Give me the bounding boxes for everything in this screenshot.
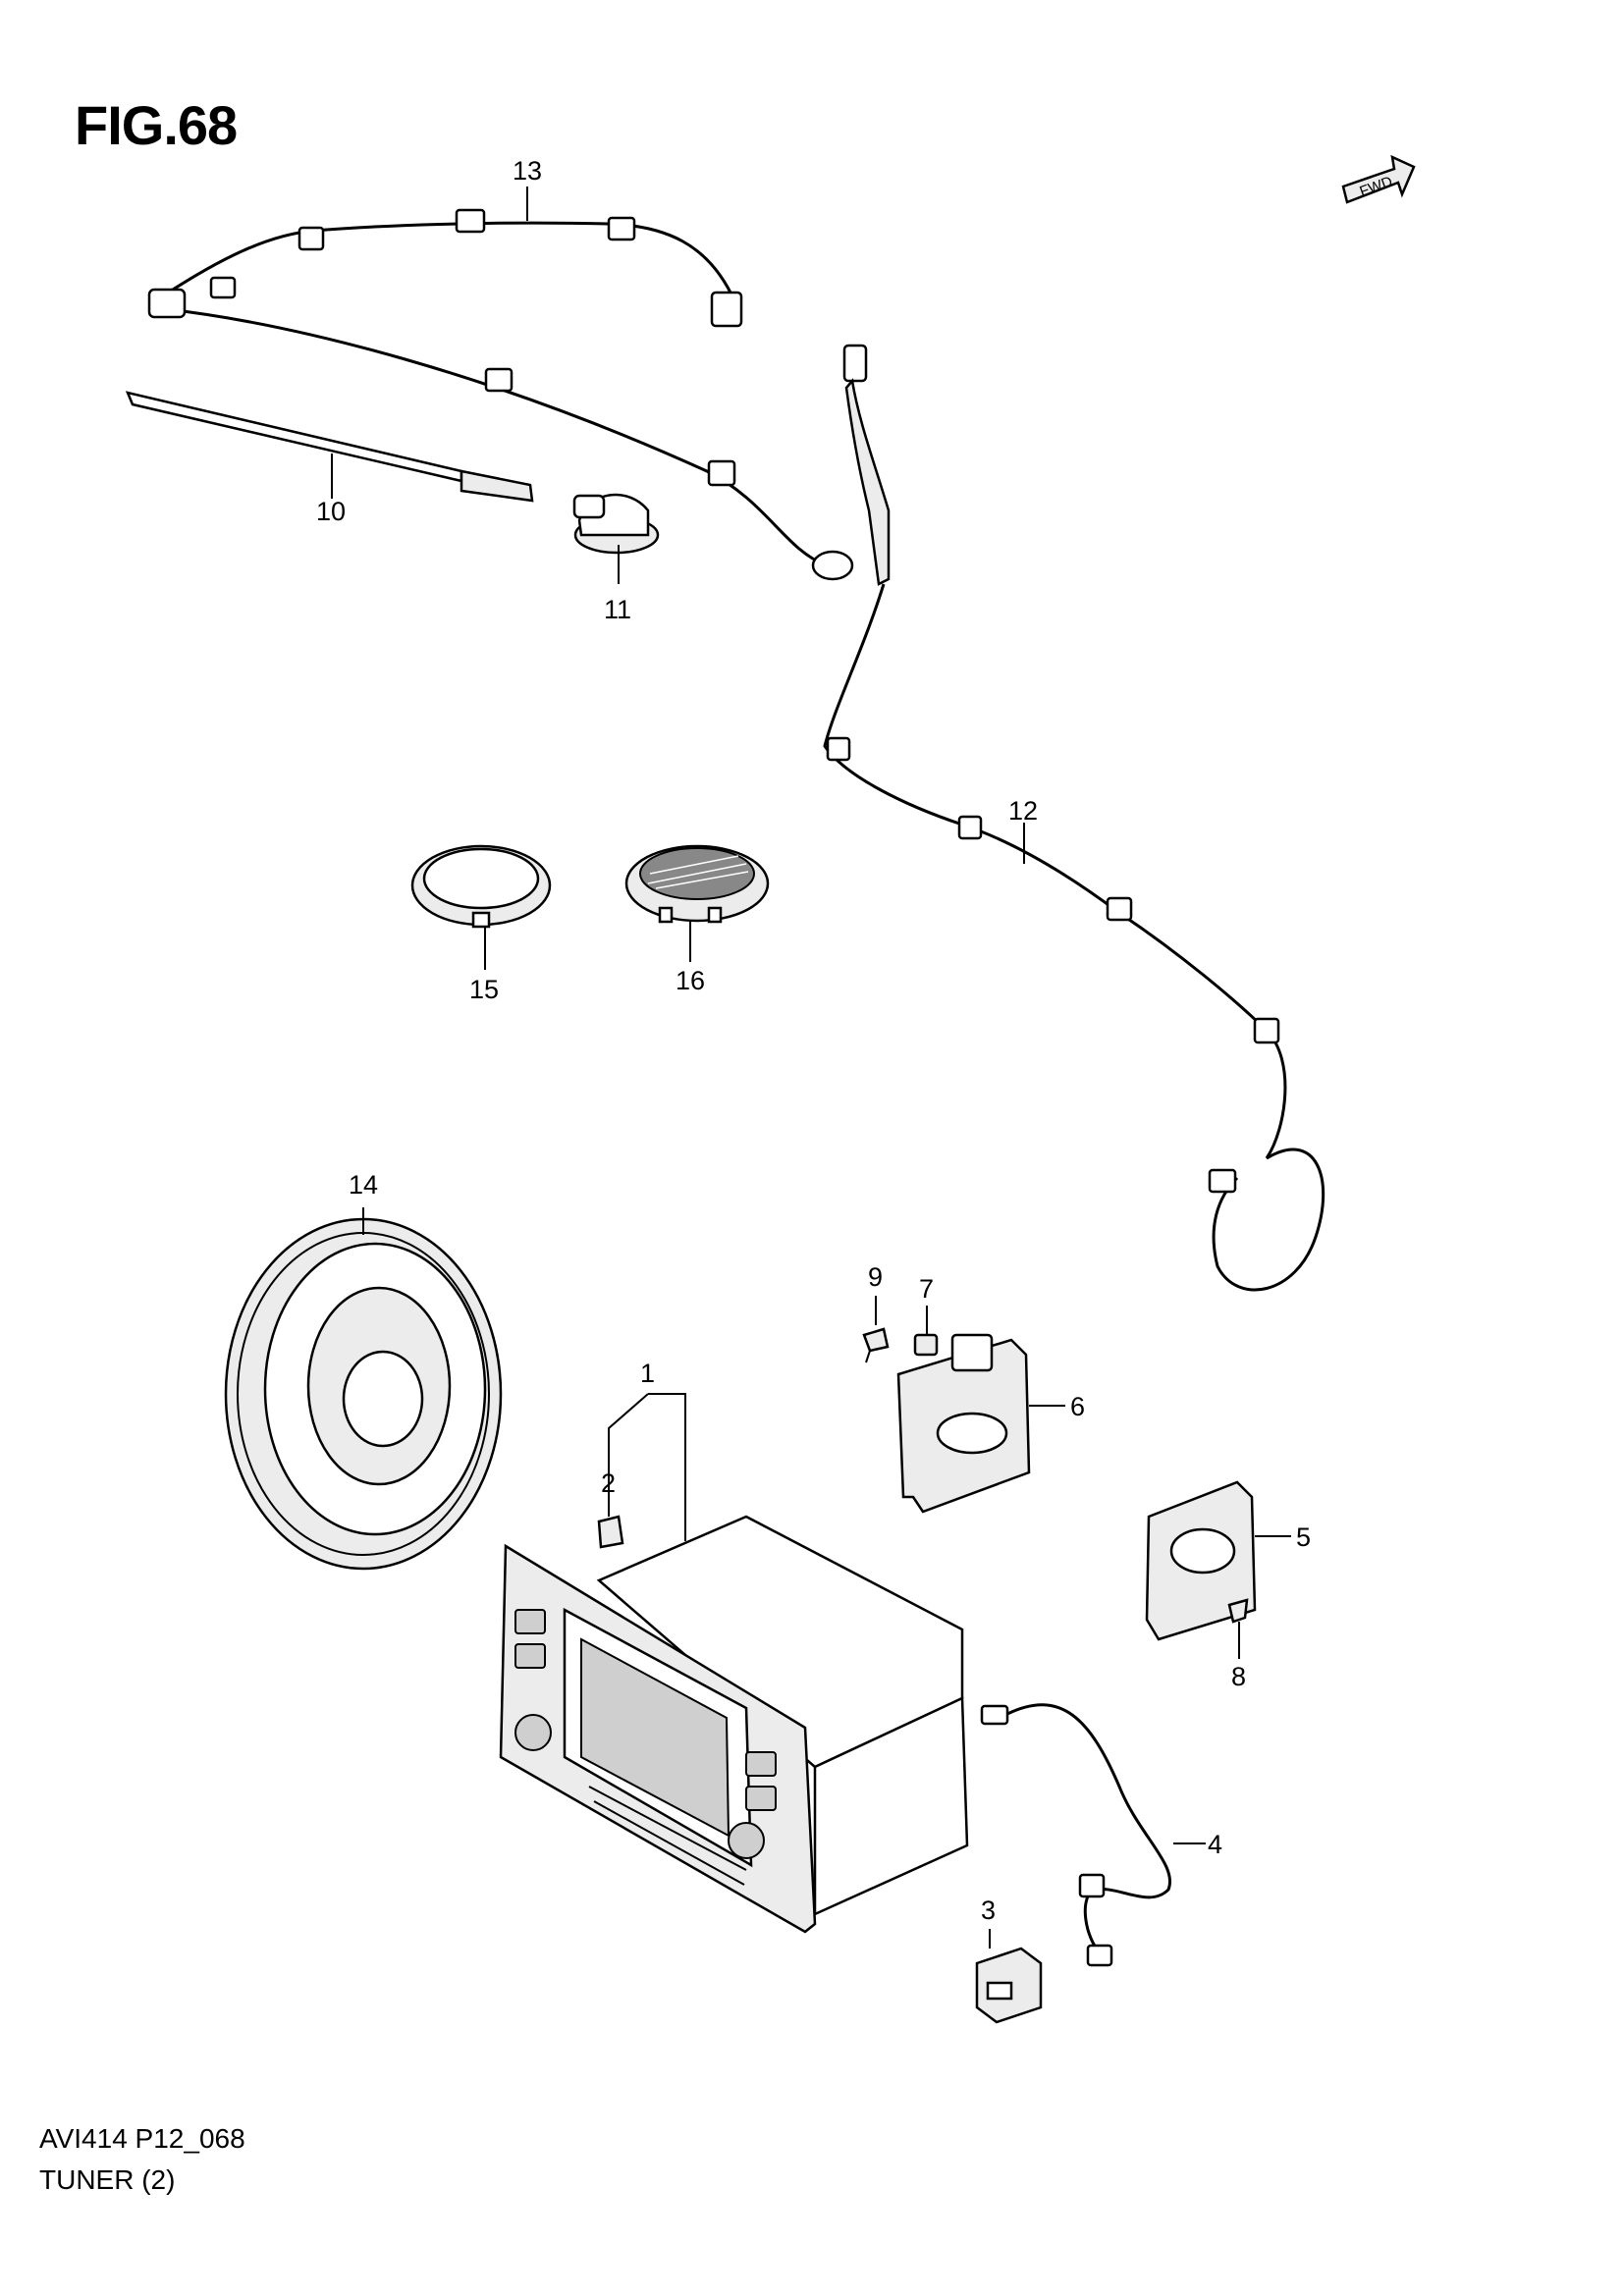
part-16-tweeter-grille <box>624 844 770 924</box>
callout-10: 10 <box>316 497 346 526</box>
part-3-usb-socket <box>975 1947 1043 2024</box>
callout-1: 1 <box>640 1359 655 1388</box>
part-15-tweeter-cover <box>410 844 552 929</box>
callout-numbers: 13 10 11 12 15 16 14 1 2 9 7 6 5 8 4 3 <box>316 156 1311 1925</box>
part-1-audio-unit <box>499 1515 969 1934</box>
callout-12: 12 <box>1008 796 1038 826</box>
callout-9: 9 <box>868 1262 883 1292</box>
part-6-bracket <box>896 1333 1031 1514</box>
part-8-screw <box>1227 1598 1249 1624</box>
part-14-speaker <box>224 1217 503 1571</box>
part-5-bracket <box>1145 1480 1257 1641</box>
callout-15: 15 <box>469 975 499 1004</box>
callout-14: 14 <box>349 1170 378 1200</box>
fwd-arrow-icon: FWD <box>1341 154 1416 204</box>
part-7-nut <box>913 1333 939 1357</box>
callout-4: 4 <box>1208 1830 1222 1859</box>
figure-code: AVI414 P12_068 <box>39 2123 245 2154</box>
fwd-label: FWD <box>1358 173 1395 200</box>
part-10-antenna-rod <box>125 391 534 503</box>
part-12-harness <box>823 344 1325 1292</box>
figure-name: TUNER (2) <box>39 2164 176 2195</box>
callout-leaders <box>331 187 1291 1949</box>
callout-16: 16 <box>676 966 705 995</box>
part-2-clip <box>597 1515 624 1549</box>
callout-5: 5 <box>1296 1522 1311 1552</box>
callout-2: 2 <box>601 1468 616 1498</box>
callout-11: 11 <box>604 595 631 624</box>
part-4-cable <box>980 1703 1171 1967</box>
part-9-screw <box>862 1327 890 1363</box>
callout-6: 6 <box>1070 1392 1085 1421</box>
part-11-antenna-base <box>572 493 660 555</box>
callout-3: 3 <box>981 1896 996 1925</box>
callout-7: 7 <box>919 1274 934 1304</box>
part-13-harness <box>147 208 854 581</box>
figure-title: FIG.68 <box>75 94 238 156</box>
callout-13: 13 <box>513 156 542 186</box>
callout-8: 8 <box>1231 1662 1246 1691</box>
